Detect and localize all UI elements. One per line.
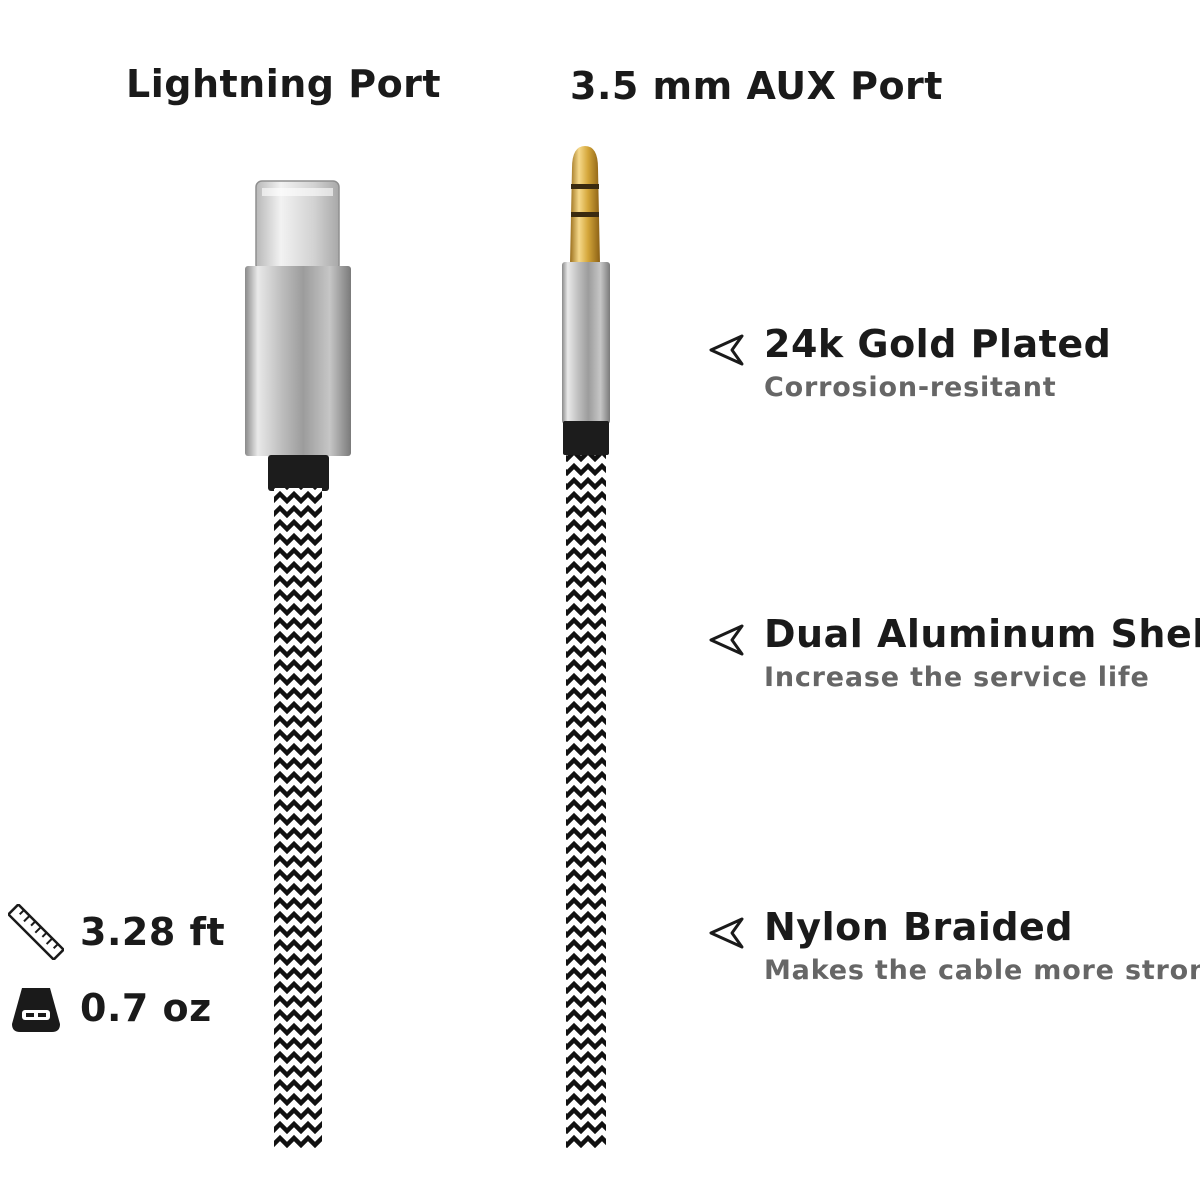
feature-subtitle: Increase the service life xyxy=(764,662,1150,693)
spec-weight: 0.7 oz xyxy=(8,980,268,1040)
weight-value: 0.7 oz xyxy=(80,986,212,1030)
spec-length: 3.28 ft xyxy=(8,904,268,964)
lightning-connector xyxy=(245,180,351,1148)
chevron-left-outline-icon xyxy=(709,917,744,949)
ruler-icon xyxy=(8,904,64,960)
feature-gold-plated: 24k Gold Plated Corrosion-resitant xyxy=(706,322,1196,412)
aux-port-label: 3.5 mm AUX Port xyxy=(570,64,943,108)
aux-connector xyxy=(562,146,610,1148)
weight-icon xyxy=(12,988,60,1032)
feature-subtitle: Makes the cable more strong xyxy=(764,955,1200,986)
feature-title: Dual Aluminum Shell xyxy=(764,612,1200,656)
chevron-left-outline-icon xyxy=(709,624,744,656)
feature-subtitle: Corrosion-resitant xyxy=(764,372,1057,403)
lightning-port-label: Lightning Port xyxy=(126,62,442,106)
feature-aluminum-shell: Dual Aluminum Shell Increase the service… xyxy=(706,612,1200,702)
feature-title: Nylon Braided xyxy=(764,905,1074,949)
feature-nylon-braided: Nylon Braided Makes the cable more stron… xyxy=(706,905,1200,995)
length-value: 3.28 ft xyxy=(80,910,226,954)
chevron-left-outline-icon xyxy=(709,334,744,366)
feature-title: 24k Gold Plated xyxy=(764,322,1112,366)
